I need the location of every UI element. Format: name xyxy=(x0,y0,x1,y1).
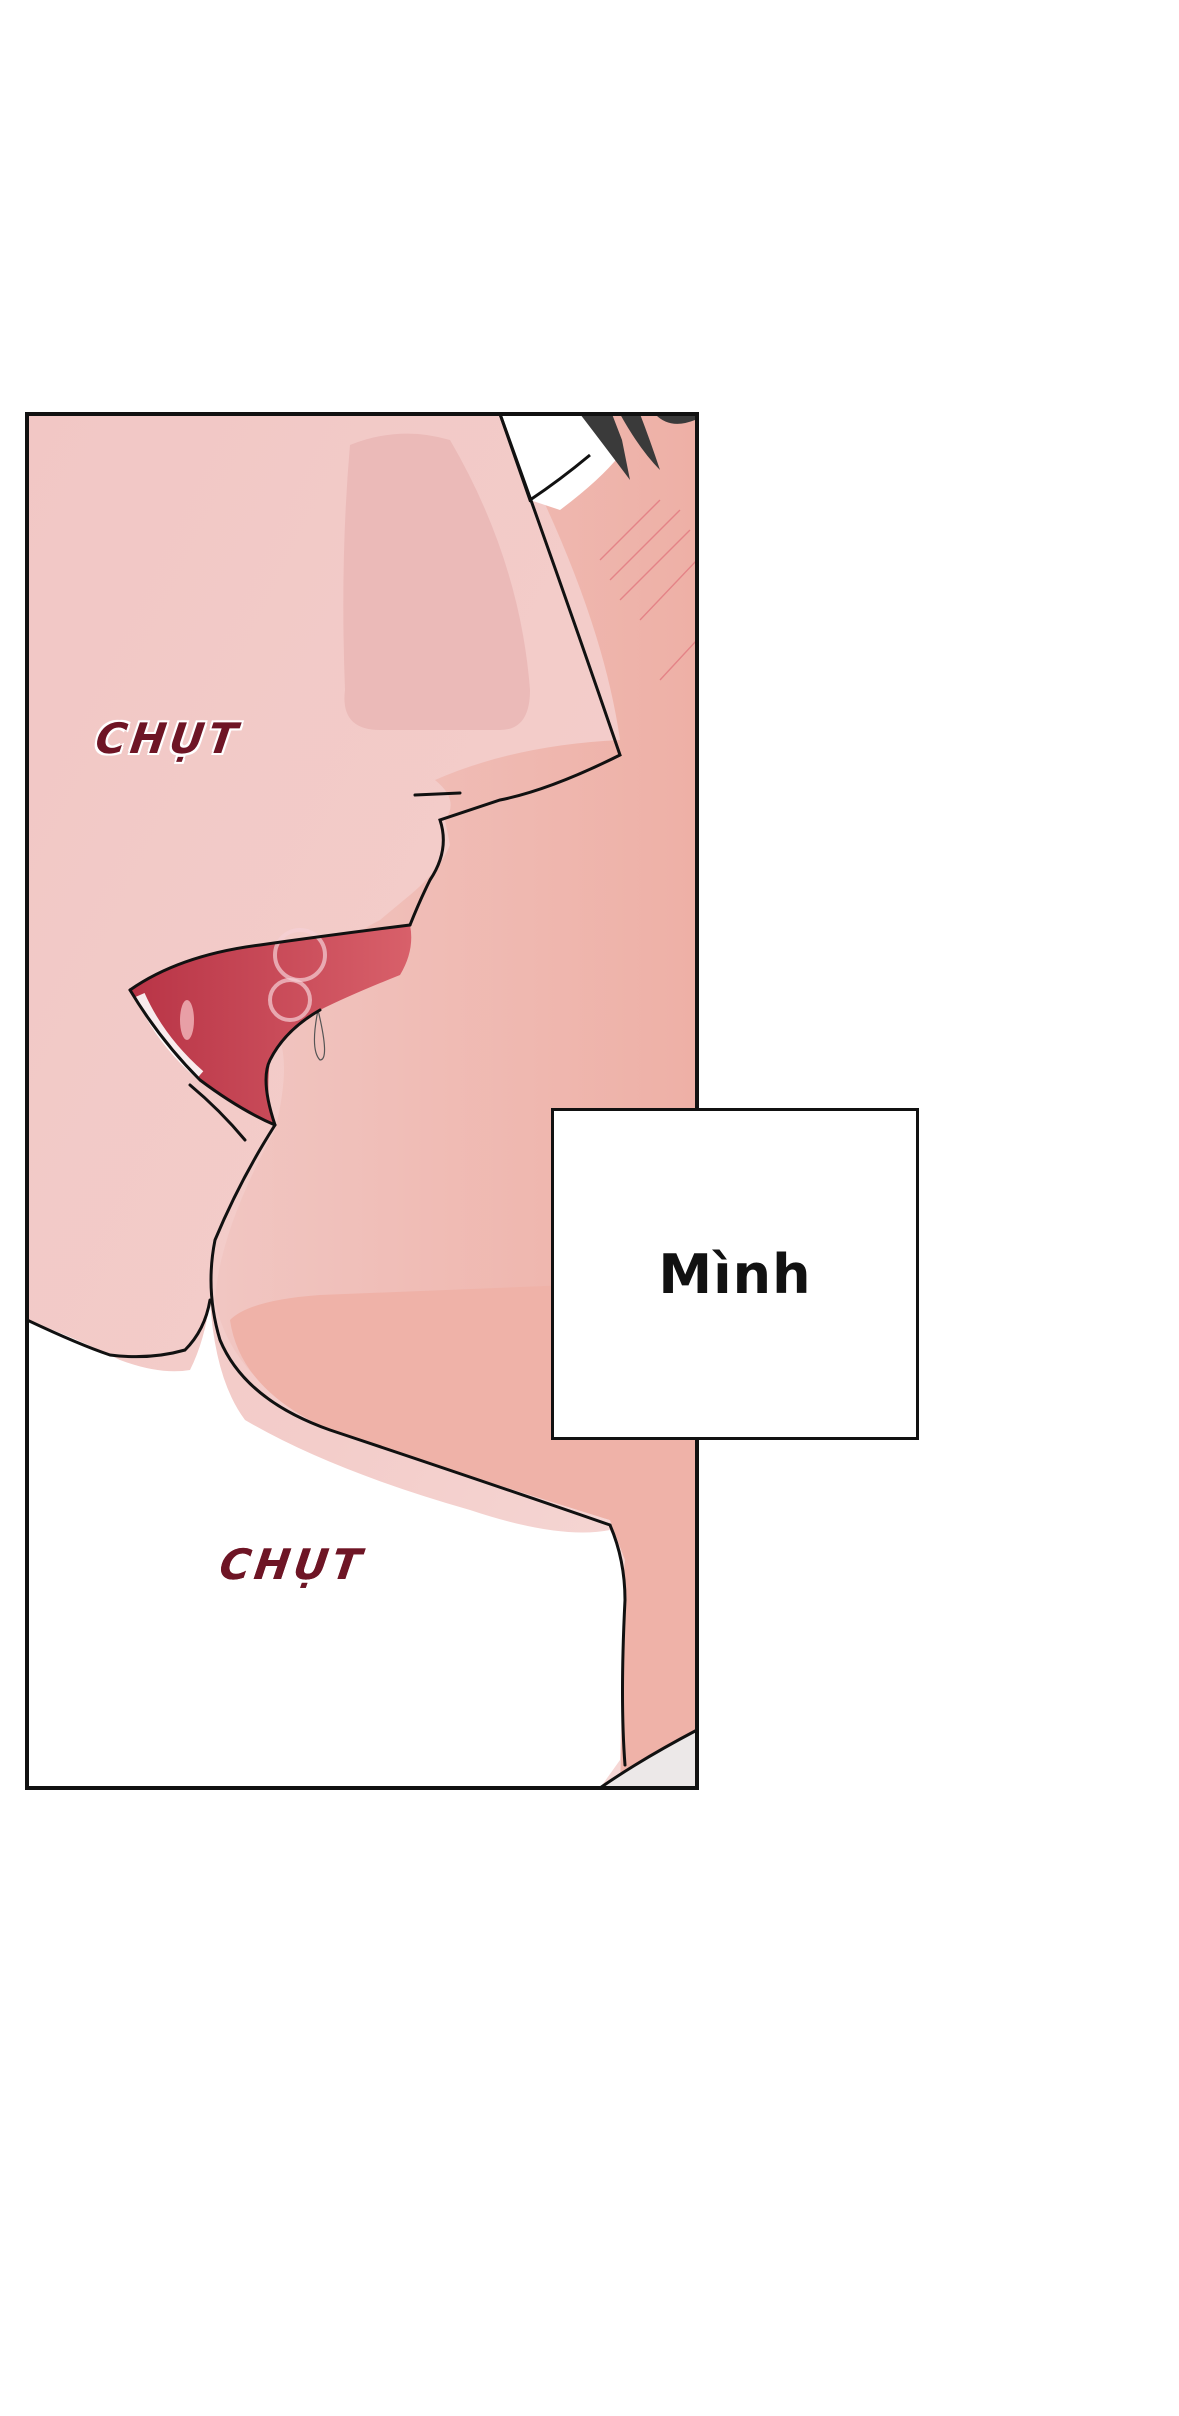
caption-text: Mình xyxy=(658,1242,812,1306)
sound-effect-chut-upper: CHỤT xyxy=(92,714,245,763)
panel-border xyxy=(25,412,699,1790)
caption-box: Mình xyxy=(551,1108,919,1440)
sound-effect-chut-lower: CHỤT xyxy=(216,1540,369,1589)
